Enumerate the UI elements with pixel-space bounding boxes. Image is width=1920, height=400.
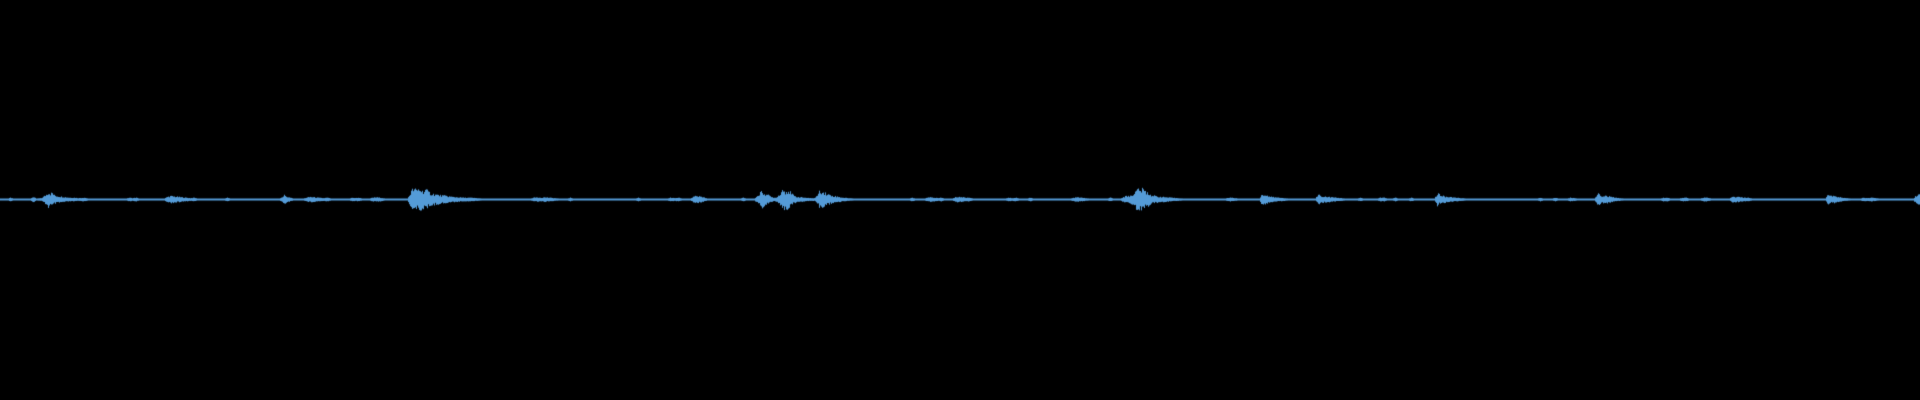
- audio-waveform-canvas[interactable]: [0, 0, 1920, 400]
- waveform-display: [0, 0, 1920, 400]
